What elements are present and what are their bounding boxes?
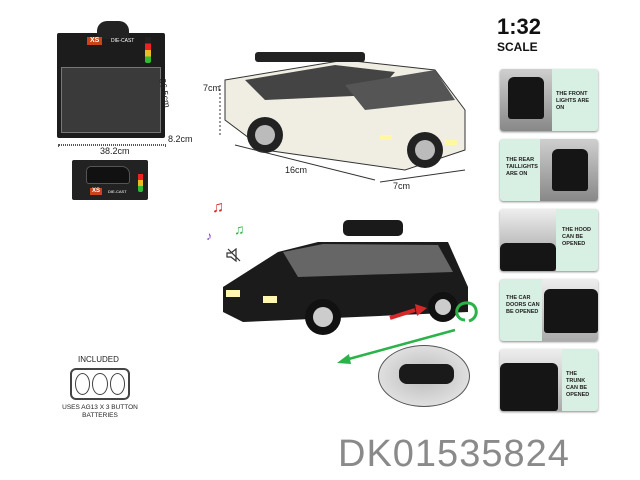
box-width-line [58, 144, 166, 146]
roof-box-inset [378, 345, 470, 407]
box-car [86, 166, 130, 184]
feature-panel-hood: THE HOOD CAN BE OPENED [500, 209, 598, 271]
single-subtitle: DIE-CAST [108, 189, 127, 194]
speaker-icon [226, 248, 241, 262]
scale-ratio: 1:32 [497, 14, 542, 39]
single-brand: XS [90, 188, 103, 195]
batteries-title: INCLUDED [78, 355, 119, 364]
box-header-logo [97, 21, 129, 39]
traffic-light-icon [145, 37, 151, 63]
feature-text: THE CAR DOORS CAN BE OPENED [506, 295, 540, 315]
feature-photo [500, 209, 556, 271]
feature-panel-doors: THE CAR DOORS CAN BE OPENED [500, 279, 598, 341]
display-box: XS DIE-CAST [57, 21, 165, 138]
traffic-light-icon [138, 168, 143, 192]
pullback-arrows [337, 301, 478, 364]
car-height-label: 7cm [203, 83, 221, 93]
car-length-label: 16cm [285, 165, 308, 175]
brand-subtitle: DIE-CAST [111, 38, 135, 44]
roof-box [399, 364, 454, 384]
batteries-note: USES AG13 X 3 BUTTON BATTERIES [62, 404, 138, 419]
box-width-label: 38.2cm [100, 146, 130, 156]
box-tray [61, 67, 161, 133]
music-note-icon: ♫ [234, 221, 245, 237]
box-height-label: 8.2cm [168, 134, 193, 144]
feature-text: THE REAR TAILLIGHTS ARE ON [506, 157, 538, 177]
feature-text: THE HOOD CAN BE OPENED [562, 227, 592, 247]
single-box: XS DIE-CAST [72, 160, 148, 200]
black-car-image [223, 220, 468, 335]
scale-label: SCALE [497, 40, 538, 54]
music-note-icon: ♫ [212, 199, 224, 216]
feature-photo [500, 69, 552, 131]
music-note-icon: ♪ [206, 229, 212, 243]
feature-photo [540, 139, 598, 201]
feature-photo [542, 279, 598, 341]
battery-holder-icon [70, 368, 130, 400]
white-car-image [219, 52, 466, 183]
brand-logo: XS [87, 37, 103, 45]
feature-photo [500, 349, 562, 411]
feature-panel-front-lights: THE FRONT LIGHTS ARE ON [500, 69, 598, 131]
feature-text: THE FRONT LIGHTS ARE ON [556, 91, 590, 111]
feature-panel-taillights: THE REAR TAILLIGHTS ARE ON [500, 139, 598, 201]
feature-text: THE TRUNK CAN BE OPENED [566, 371, 590, 398]
feature-panel-trunk: THE TRUNK CAN BE OPENED [500, 349, 598, 411]
car-width-label: 7cm [393, 181, 411, 191]
product-code: DK01535824 [338, 433, 570, 475]
